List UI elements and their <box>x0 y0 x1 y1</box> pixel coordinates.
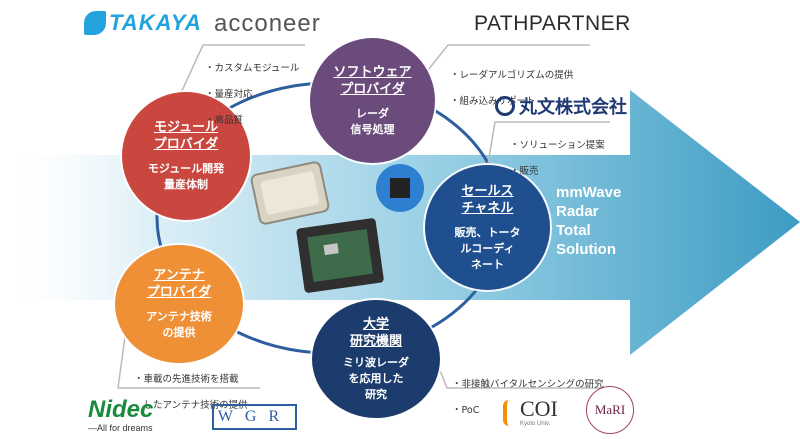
nidec-logo: Nidec —All for dreams <box>88 398 153 434</box>
software-note-item: ・レーダアルゴリズムの提供 <box>450 70 574 81</box>
university-note-item: ・PoC <box>452 405 480 416</box>
coi-swoosh-icon <box>503 400 517 426</box>
acconeer-logo: acconeer <box>214 10 321 38</box>
radar-devices-image <box>250 161 424 293</box>
software-note-line <box>419 44 590 81</box>
marubun-mark-icon <box>495 96 515 116</box>
university-notes: ・非接触バイタルセンシングの研究 ・PoC <box>452 365 604 430</box>
marubun-logo-text: 丸文株式会社 <box>519 97 627 117</box>
module-note-item: ・高品質 <box>205 115 244 126</box>
solution-line: Total <box>556 222 591 239</box>
pathpartner-logo-text: PATHPARTNER <box>474 12 631 35</box>
module-note-item: ・量産対応 <box>205 89 253 100</box>
mari-logo-text: MaRI <box>594 402 626 417</box>
acconeer-sensor-device <box>376 164 424 212</box>
antenna-note-item: したアンテナ技術の提供 <box>134 400 248 411</box>
radar-module-device <box>250 161 330 225</box>
software-provider-desc: レーダ 信号処理 <box>350 106 395 136</box>
takaya-logo: TAKAYA <box>84 8 202 38</box>
sales-channel-desc: 販売、トータ ルコーディ ネート <box>454 225 521 271</box>
sales-notes: ・ソリューション提案 ・販売 <box>510 126 605 191</box>
takaya-swoosh-icon <box>84 11 106 35</box>
antenna-provider-title: アンテナ プロバイダ <box>146 268 212 300</box>
antenna-note-item: ・車載の先進技術を搭載 <box>134 374 239 385</box>
software-notes: ・レーダアルゴリズムの提供 ・組み込みサポート <box>450 56 573 121</box>
module-provider-title: モジュール プロバイダ <box>153 120 219 152</box>
module-note-line <box>179 44 305 96</box>
takaya-logo-text: TAKAYA <box>109 10 202 35</box>
solution-line: Solution <box>556 241 616 258</box>
university-desc: ミリ波レーダ を応用した 研究 <box>343 355 409 401</box>
software-provider-title: ソフトウェア プロバイダ <box>333 64 412 97</box>
nidec-tagline: —All for dreams <box>88 423 153 433</box>
antenna-provider-bubble: アンテナ プロバイダ アンテナ技術 の提供 <box>115 245 243 363</box>
coi-logo: COI Kyoto Univ. <box>503 398 558 428</box>
sales-note-item: ・ソリューション提案 <box>510 140 605 151</box>
sales-note-item: ・販売 <box>510 166 539 177</box>
module-provider-desc: モジュール開発 量産体制 <box>147 162 225 191</box>
mari-logo: MaRI <box>586 386 634 434</box>
marubun-logo: 丸文株式会社 <box>495 93 627 119</box>
module-provider-bubble: モジュール プロバイダ モジュール開発 量産体制 <box>122 92 250 220</box>
module-notes: ・カスタムモジュール ・量産対応 ・高品質 <box>205 49 299 140</box>
sales-note-line <box>486 121 610 171</box>
sales-channel-bubble: セールス チャネル 販売、トータ ルコーディ ネート <box>425 165 550 290</box>
sales-channel-title: セールス チャネル <box>461 183 514 216</box>
coi-logo-text: COI <box>520 396 558 421</box>
solution-label: mmWave Radar Total Solution <box>556 183 621 259</box>
antenna-notes: ・車載の先進技術を搭載 したアンテナ技術の提供 <box>134 360 248 425</box>
solution-line: Radar <box>556 203 599 220</box>
antenna-provider-desc: アンテナ技術 の提供 <box>146 310 212 339</box>
pathpartner-logo: PATHPARTNER <box>474 12 631 36</box>
radar-board-device <box>296 218 384 293</box>
software-note-item: ・組み込みサポート <box>450 96 536 107</box>
software-provider-bubble: ソフトウェア プロバイダ レーダ 信号処理 <box>310 38 435 163</box>
solution-line: mmWave <box>556 184 622 201</box>
university-title: 大学 研究機関 <box>349 316 402 349</box>
coi-sub-text: Kyoto Univ. <box>520 421 551 427</box>
nidec-logo-text: Nidec <box>88 396 154 423</box>
wgr-logo: WGR <box>212 404 297 430</box>
acconeer-logo-text: acconeer <box>214 10 321 37</box>
university-note-item: ・非接触バイタルセンシングの研究 <box>452 379 604 390</box>
wgr-logo-text: WGR <box>217 408 292 425</box>
module-note-item: ・カスタムモジュール <box>205 63 300 74</box>
university-bubble: 大学 研究機関 ミリ波レーダ を応用した 研究 <box>312 300 440 418</box>
